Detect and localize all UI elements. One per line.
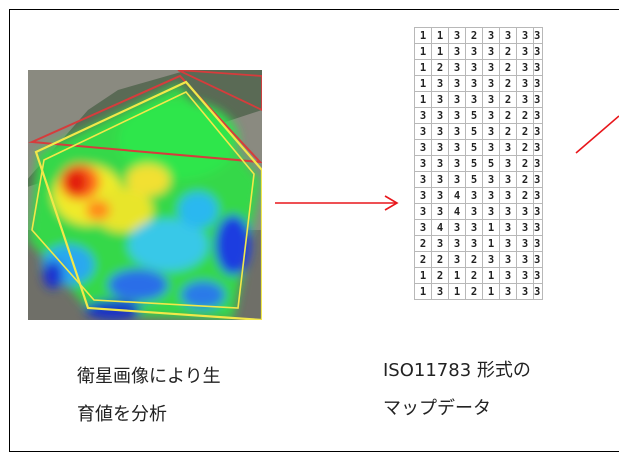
arrow-satellite-to-map-head bbox=[384, 195, 399, 211]
map-grid-cell: 3 bbox=[516, 283, 534, 300]
caption-line: マップデータ bbox=[383, 398, 491, 419]
satellite-growth-map-image bbox=[28, 70, 262, 320]
caption-line: 育値を分析 bbox=[77, 404, 167, 425]
map-grid-cell: 3 bbox=[533, 283, 543, 300]
caption-map-data: ISO11783 形式の マップデータ bbox=[383, 352, 531, 428]
caption-line: 衛星画像により生 bbox=[77, 366, 221, 387]
caption-line: ISO11783 形式の bbox=[383, 360, 531, 381]
map-grid-cell: 2 bbox=[465, 283, 483, 300]
map-grid-cell: 1 bbox=[482, 283, 500, 300]
caption-satellite-analysis: 衛星画像により生 育値を分析 bbox=[77, 358, 221, 434]
arrow-map-to-next bbox=[575, 115, 619, 154]
